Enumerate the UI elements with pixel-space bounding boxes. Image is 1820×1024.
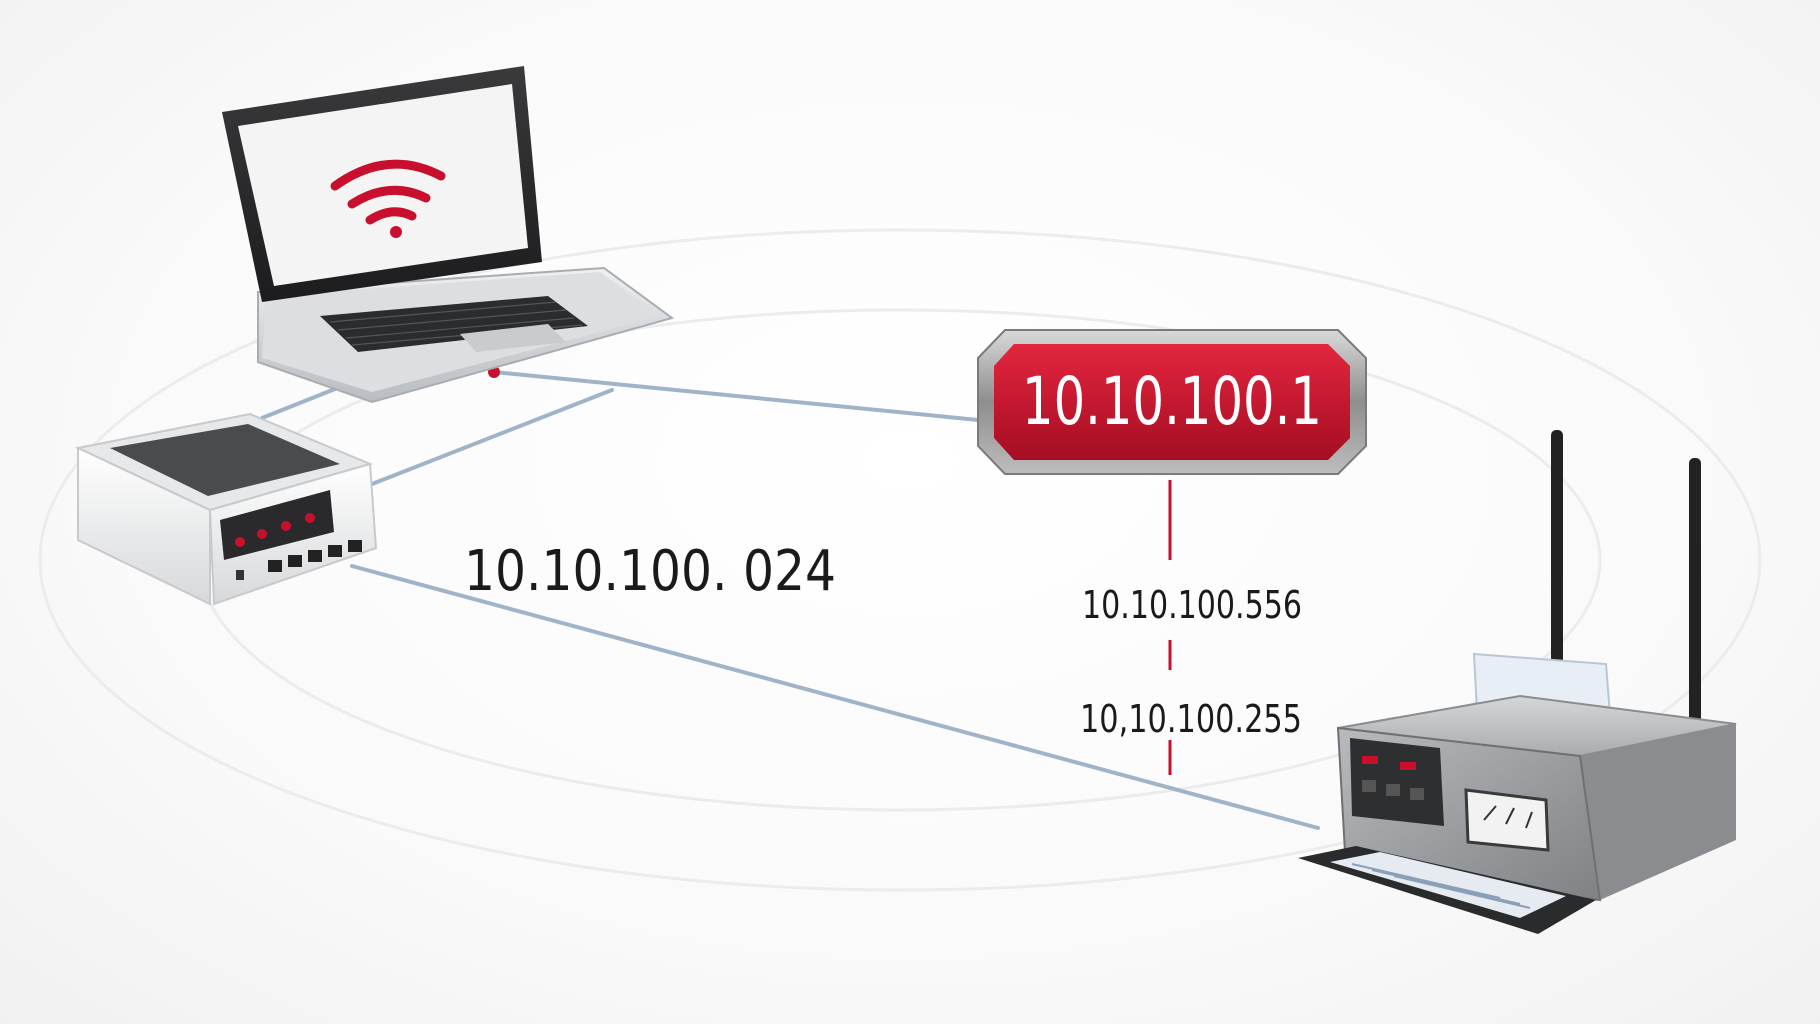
switch-left-side [77, 446, 211, 606]
gateway-badge-fill [994, 344, 1350, 460]
range-start-label: 10.10.100.556 [1082, 583, 1302, 627]
laptop-icon [222, 66, 675, 404]
printer-antenna-left [1551, 430, 1563, 712]
gateway-ip: 10.10.100.1 [1022, 363, 1322, 440]
cable-switch-printer [350, 564, 1320, 830]
cable-laptop-gateway [492, 370, 980, 422]
network-cables [260, 370, 1320, 830]
cable-switch-junction [370, 388, 614, 486]
laptop-trackpad [460, 324, 566, 352]
cable-laptop-switch [260, 383, 347, 420]
subnet-label: 10.10.100. 024 [464, 539, 836, 604]
switch-control-panel [220, 490, 334, 560]
wifi-icon [330, 159, 446, 238]
laptop-keyboard [320, 296, 588, 352]
range-end-label: 10,10.100.255 [1080, 697, 1302, 741]
printer-antenna-right [1689, 458, 1701, 730]
network-switch-icon [74, 412, 378, 606]
gateway-badge: 10.10.100.1 [977, 329, 1367, 475]
printer-side [1580, 724, 1736, 900]
printer-icon [1298, 430, 1737, 934]
laptop-screen [238, 84, 528, 286]
switch-top-panel [110, 424, 340, 496]
switch-ports [268, 540, 362, 572]
